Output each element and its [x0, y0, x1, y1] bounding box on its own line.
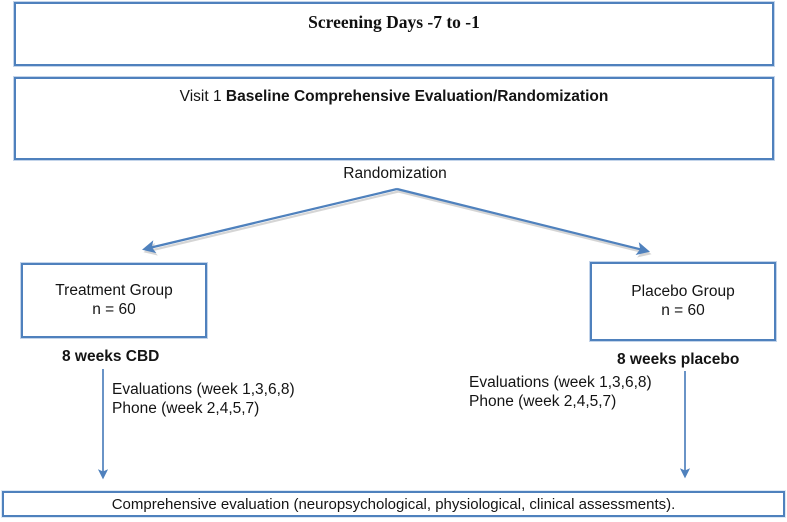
placebo-group-name: Placebo Group [631, 283, 735, 300]
treatment-group-n: n = 60 [92, 300, 136, 318]
treatment-group-box: Treatment Group n = 60 [21, 263, 207, 338]
visit1-emphasis: Baseline Comprehensive Evaluation/Random… [225, 88, 609, 105]
placebo-group-n: n = 60 [661, 301, 705, 319]
treatment-schedule-evaluations: Evaluations (week 1,3,6,8) [112, 381, 295, 398]
screening-box: Screening Days -7 to -1 [14, 2, 774, 66]
split-arrow-shadows [143, 190, 652, 258]
randomization-label: Randomization [343, 165, 447, 182]
placebo-schedule-phone: Phone (week 2,4,5,7) [469, 392, 617, 410]
placebo-arm-label: 8 weeks placebo [617, 351, 740, 368]
treatment-arm-label: 8 weeks CBD [62, 348, 160, 365]
final-evaluation-box: Comprehensive evaluation (neuropsycholog… [2, 491, 785, 517]
split-arrow-right [396, 187, 650, 255]
placebo-schedule: Evaluations (week 1,3,6,8) Phone (week 2… [469, 374, 652, 411]
visit1-prefix: Visit 1 [179, 88, 222, 105]
final-evaluation-label: Comprehensive evaluation (neuropsycholog… [111, 495, 676, 513]
placebo-group-box: Placebo Group n = 60 [590, 262, 776, 341]
treatment-schedule: Evaluations (week 1,3,6,8) Phone (week 2… [112, 381, 295, 418]
treatment-group-name: Treatment Group [55, 282, 173, 299]
visit1-baseline-box: Visit 1 Baseline Comprehensive Evaluatio… [14, 77, 774, 160]
placebo-schedule-evaluations: Evaluations (week 1,3,6,8) [469, 374, 652, 391]
treatment-schedule-phone: Phone (week 2,4,5,7) [112, 399, 260, 417]
split-arrow-left [142, 187, 398, 254]
screening-box-label: Screening Days -7 to -1 [308, 12, 480, 32]
